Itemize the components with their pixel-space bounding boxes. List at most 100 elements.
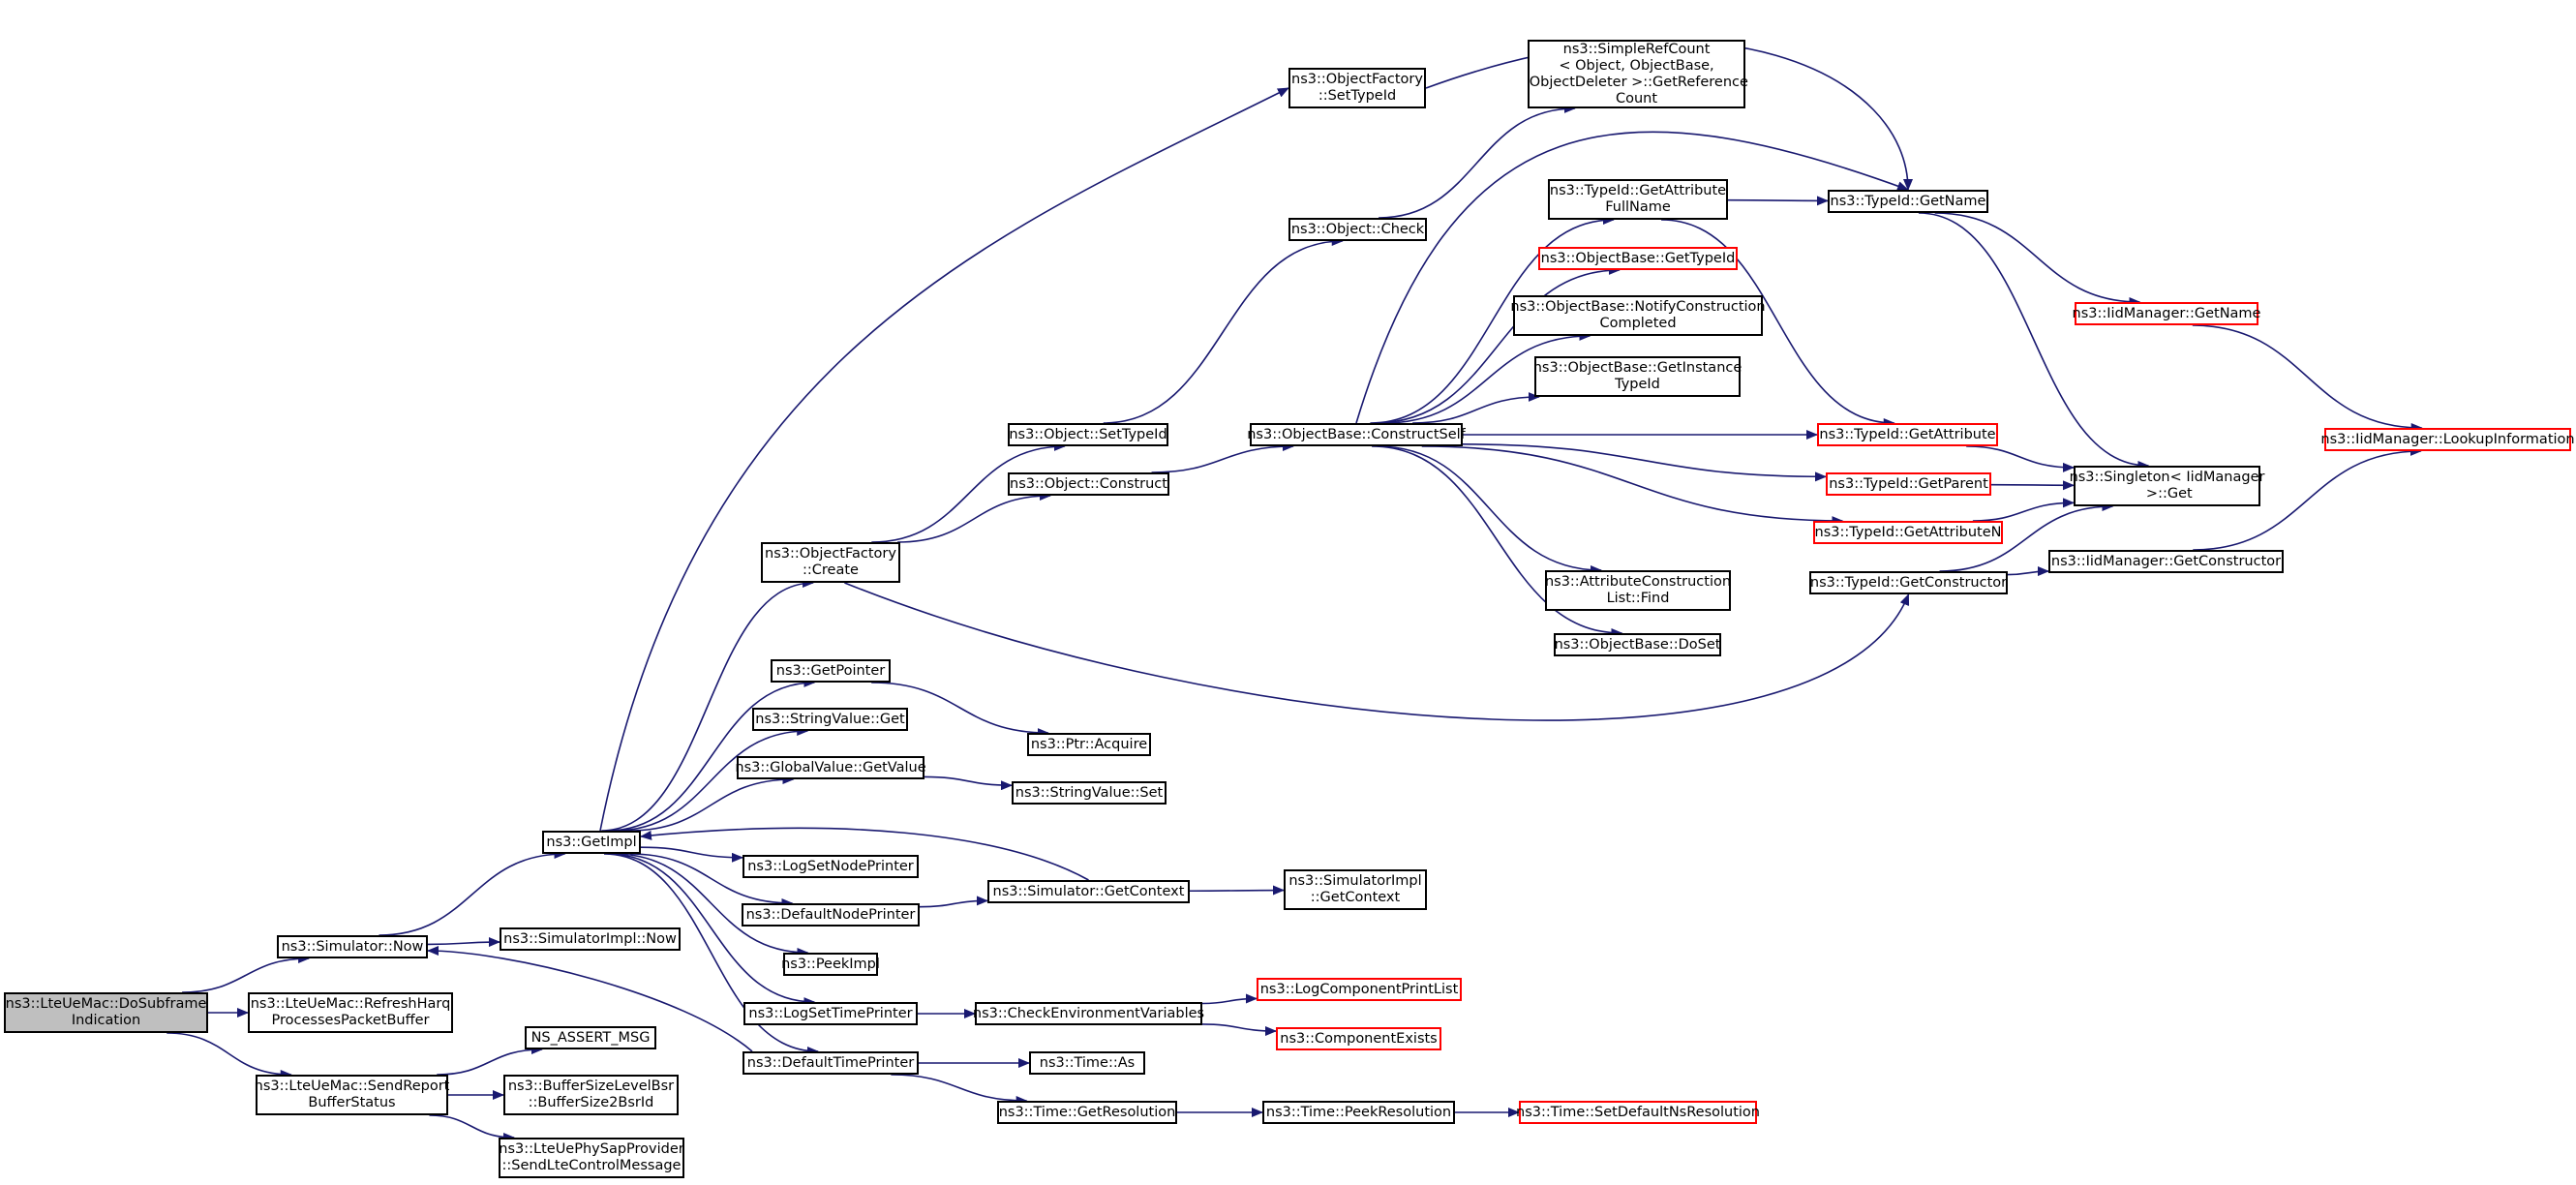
graph-node-tidgetattrfull[interactable]: ns3::TypeId::GetAttribute FullName <box>1548 179 1728 220</box>
graph-node-svset[interactable]: ns3::StringValue::Set <box>1012 781 1167 805</box>
graph-node-compexists[interactable]: ns3::ComponentExists <box>1276 1027 1441 1050</box>
graph-node-sendreport[interactable]: ns3::LteUeMac::SendReport BufferStatus <box>254 1075 450 1115</box>
graph-node-iidlookup[interactable]: ns3::IidManager::LookupInformation <box>2320 428 2575 451</box>
graph-node-peekimpl[interactable]: ns3::PeekImpl <box>781 953 880 976</box>
graph-node-obnotify[interactable]: ns3::ObjectBase::NotifyConstruction Comp… <box>1510 295 1766 336</box>
graph-node-label: ns3::Time::SetDefaultNsResolution <box>1516 1104 1760 1120</box>
graph-node-label: ns3::BufferSizeLevelBsr ::BufferSize2Bsr… <box>507 1079 675 1110</box>
edge-simgetctx-to-getimpl <box>640 827 1089 881</box>
graph-node-getpointer[interactable]: ns3::GetPointer <box>771 659 891 683</box>
edge-tidgetattrfull-to-tidgetname <box>1727 196 1829 206</box>
graph-node-label: ns3::Singleton< IidManager >::Get <box>2069 470 2265 501</box>
graph-node-label: ns3::ObjectBase::GetInstance TypeId <box>1532 360 1743 392</box>
graph-node-label: ns3::SimulatorImpl::Now <box>503 930 677 947</box>
graph-node-logsettime[interactable]: ns3::LogSetTimePrinter <box>743 1002 918 1025</box>
graph-node-label: ns3::IidManager::GetName <box>2072 305 2261 321</box>
graph-node-objsettypeid[interactable]: ns3::Object::SetTypeId <box>1008 423 1168 446</box>
graph-node-label: ns3::LteUeMac::SendReport BufferStatus <box>254 1079 450 1110</box>
graph-node-tidgetattrn[interactable]: ns3::TypeId::GetAttributeN <box>1813 521 2003 544</box>
edge-root-to-sendreport <box>167 1032 292 1079</box>
graph-node-label: ns3::LteUePhySapProvider ::SendLteContro… <box>499 1141 684 1173</box>
graph-node-objconstruct[interactable]: ns3::Object::Construct <box>1008 472 1169 496</box>
edge-objcheck-to-simrefcount <box>1379 104 1576 219</box>
graph-node-label: ns3::LogSetNodePrinter <box>747 858 914 874</box>
edge-obconstructself-to-tidgetattrfull <box>1370 215 1615 424</box>
edge-ofcreate-to-tidgetctor <box>844 582 1910 721</box>
graph-node-iidgetname[interactable]: ns3::IidManager::GetName <box>2072 302 2261 325</box>
edge-getpointer-to-ptracquire <box>871 682 1049 738</box>
edge-tidgetattr-to-singleton <box>1966 445 2075 472</box>
edge-getimpl-to-getpointer <box>607 678 816 832</box>
graph-node-singleton[interactable]: ns3::Singleton< IidManager >::Get <box>2070 466 2264 506</box>
graph-node-acfind[interactable]: ns3::AttributeConstruction List::Find <box>1545 570 1731 611</box>
edge-getimpl-to-deftime <box>603 853 819 1056</box>
edge-getimpl-to-ofcreate <box>601 578 815 832</box>
graph-node-timesetdef[interactable]: ns3::Time::SetDefaultNsResolution <box>1516 1101 1760 1124</box>
graph-node-logsetnode[interactable]: ns3::LogSetNodePrinter <box>742 855 919 878</box>
graph-node-simrefcount[interactable]: ns3::SimpleRefCount < Object, ObjectBase… <box>1528 40 1748 108</box>
graph-node-label: ns3::ObjectFactory ::SetTypeId <box>1291 72 1423 104</box>
graph-node-timepeekres[interactable]: ns3::Time::PeekResolution <box>1262 1101 1455 1124</box>
graph-node-simimplnow[interactable]: ns3::SimulatorImpl::Now <box>500 927 681 951</box>
graph-node-label: ns3::ObjectFactory ::Create <box>765 546 896 578</box>
graph-node-simgetctx[interactable]: ns3::Simulator::GetContext <box>987 880 1190 903</box>
graph-node-label: ns3::GlobalValue::GetValue <box>735 759 926 775</box>
graph-node-timegetres[interactable]: ns3::Time::GetResolution <box>997 1101 1177 1124</box>
graph-node-checkenv[interactable]: ns3::CheckEnvironmentVariables <box>973 1002 1204 1025</box>
graph-node-objcheck[interactable]: ns3::Object::Check <box>1288 218 1427 241</box>
graph-node-svget[interactable]: ns3::StringValue::Get <box>752 708 908 731</box>
graph-node-tidgetattr[interactable]: ns3::TypeId::GetAttribute <box>1817 423 1998 446</box>
graph-node-label: ns3::LteUeMac::DoSubframe Indication <box>5 996 207 1028</box>
graph-node-timeas[interactable]: ns3::Time::As <box>1029 1051 1145 1075</box>
graph-node-root: ns3::LteUeMac::DoSubframe Indication <box>4 992 208 1033</box>
edge-sendreport-to-sendlte <box>429 1114 516 1142</box>
graph-node-obgetinst[interactable]: ns3::ObjectBase::GetInstance TypeId <box>1532 356 1743 397</box>
graph-node-obgettypeid[interactable]: ns3::ObjectBase::GetTypeId <box>1538 247 1738 270</box>
edge-getimpl-to-ofsettypeid <box>599 87 1289 832</box>
graph-node-ofcreate[interactable]: ns3::ObjectFactory ::Create <box>761 542 900 583</box>
graph-node-iidgetctor[interactable]: ns3::IidManager::GetConstructor <box>2048 550 2284 573</box>
graph-node-ofsettypeid[interactable]: ns3::ObjectFactory ::SetTypeId <box>1288 68 1426 108</box>
edge-checkenv-to-compexists <box>1201 1023 1277 1037</box>
edge-tidgetattrfull-to-tidgetattr <box>1661 219 1895 428</box>
graph-node-label: ns3::LogSetTimePrinter <box>748 1005 913 1021</box>
graph-node-tidgetctor[interactable]: ns3::TypeId::GetConstructor <box>1809 571 2008 594</box>
graph-node-label: NS_ASSERT_MSG <box>530 1029 651 1046</box>
edge-obconstructself-to-obgettypeid <box>1375 265 1621 424</box>
graph-node-tidgetname[interactable]: ns3::TypeId::GetName <box>1828 190 1988 213</box>
graph-node-deftime[interactable]: ns3::DefaultTimePrinter <box>742 1051 919 1075</box>
graph-node-label: ns3::LogComponentPrintList <box>1259 981 1459 997</box>
graph-node-label: ns3::SimpleRefCount < Object, ObjectBase… <box>1529 41 1748 106</box>
graph-node-simimplctx[interactable]: ns3::SimulatorImpl ::GetContext <box>1284 869 1427 910</box>
graph-node-label: ns3::SimulatorImpl ::GetContext <box>1288 873 1422 905</box>
graph-node-tidgetparent[interactable]: ns3::TypeId::GetParent <box>1826 472 1991 496</box>
graph-node-refresh[interactable]: ns3::LteUeMac::RefreshHarq ProcessesPack… <box>248 992 453 1033</box>
graph-node-getimpl[interactable]: ns3::GetImpl <box>542 831 641 854</box>
graph-node-bsr[interactable]: ns3::BufferSizeLevelBsr ::BufferSize2Bsr… <box>503 1075 679 1115</box>
graph-node-label: ns3::ObjectBase::GetTypeId <box>1540 250 1736 266</box>
graph-node-gvget[interactable]: ns3::GlobalValue::GetValue <box>735 756 926 779</box>
graph-node-label: ns3::Object::SetTypeId <box>1009 426 1167 442</box>
graph-node-sendlte[interactable]: ns3::LteUePhySapProvider ::SendLteContro… <box>499 1138 684 1178</box>
edge-iidgetname-to-iidlookup <box>2192 324 2423 433</box>
graph-node-defnode[interactable]: ns3::DefaultNodePrinter <box>742 903 920 927</box>
edge-defnode-to-simgetctx <box>919 896 988 908</box>
edge-tidgetname-to-singleton <box>1918 212 2150 471</box>
edge-layer <box>167 40 2423 1142</box>
graph-node-simnow[interactable]: ns3::Simulator::Now <box>277 935 428 958</box>
edge-getimpl-to-gvget <box>628 775 795 832</box>
graph-node-logcomp[interactable]: ns3::LogComponentPrintList <box>1257 978 1462 1001</box>
edge-sendreport-to-nsassert <box>437 1045 543 1076</box>
graph-node-label: ns3::DefaultTimePrinter <box>746 1054 915 1071</box>
graph-node-label: ns3::GetPointer <box>775 662 886 679</box>
edge-gvget-to-svset <box>924 775 1013 791</box>
graph-node-obdoset[interactable]: ns3::ObjectBase::DoSet <box>1554 633 1721 656</box>
graph-node-ptracquire[interactable]: ns3::Ptr::Acquire <box>1027 733 1151 756</box>
graph-node-nsassert[interactable]: NS_ASSERT_MSG <box>525 1026 656 1049</box>
graph-node-label: ns3::AttributeConstruction List::Find <box>1544 574 1732 606</box>
graph-node-label: ns3::GetImpl <box>546 834 637 850</box>
graph-node-obconstructself[interactable]: ns3::ObjectBase::ConstructSelf <box>1247 423 1466 446</box>
graph-node-label: ns3::IidManager::LookupInformation <box>2320 431 2575 447</box>
edge-obconstructself-to-tidgetattrn <box>1421 445 1844 526</box>
